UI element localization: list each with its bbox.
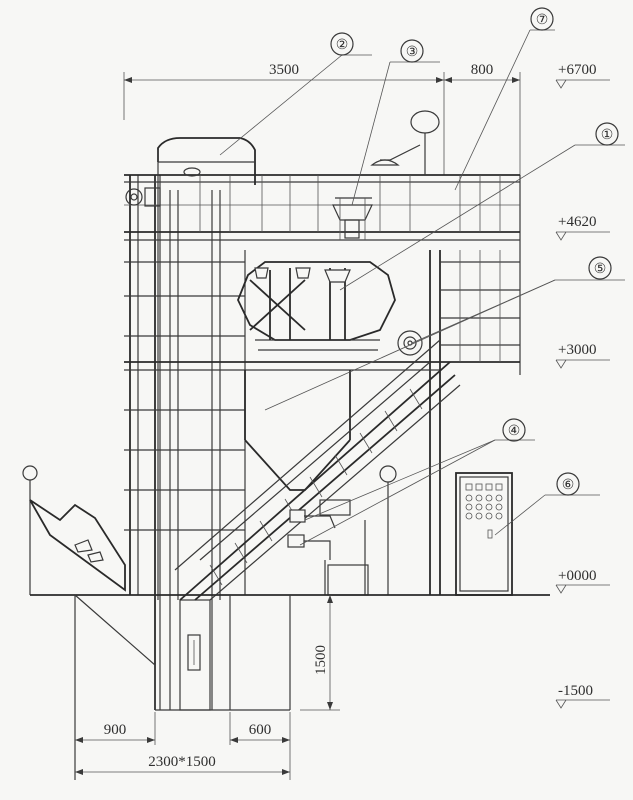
inclined-conveyor (174, 330, 461, 601)
callout-3-label: ③ (406, 45, 419, 60)
callout-6-label: ⑥ (562, 478, 575, 493)
discharge-valve (287, 499, 369, 596)
level-4620: +4620 (558, 214, 596, 230)
mixer (237, 261, 396, 351)
dim-top-right: 800 (471, 62, 494, 78)
cabinet-vent-grid (465, 483, 503, 520)
steel-frame (124, 174, 521, 710)
lamp-left (22, 465, 38, 520)
left-chute (29, 499, 126, 595)
callout-3: ③ (400, 39, 424, 63)
level-0000: +0000 (558, 568, 596, 584)
lamp-top (370, 110, 440, 175)
callout-2-label: ② (336, 38, 349, 53)
dim-bottom-mid: 600 (249, 722, 272, 738)
dim-pit-size: 2300*1500 (148, 754, 216, 770)
callout-7-label: ⑦ (536, 13, 549, 28)
lamp-right (364, 465, 397, 595)
level-minus-1500: -1500 (558, 683, 593, 699)
callout-7: ⑦ (530, 7, 554, 31)
bucket-elevator (125, 137, 256, 711)
dim-pit-depth: 1500 (313, 645, 329, 675)
control-cabinet (455, 472, 513, 596)
pit-dimension-lines (75, 595, 340, 780)
level-3000: +3000 (558, 342, 596, 358)
callout-1-label: ① (601, 128, 614, 143)
callout-5: ⑤ (588, 256, 612, 280)
level-markers (555, 79, 610, 709)
callout-leaders (219, 29, 625, 546)
callout-5-label: ⑤ (594, 262, 607, 277)
callout-4: ④ (502, 418, 526, 442)
dim-top-width: 3500 (269, 62, 299, 78)
top-dimension-lines (123, 72, 521, 175)
ground-and-pit (30, 594, 550, 780)
callout-2: ② (330, 32, 354, 56)
callout-1: ① (595, 122, 619, 146)
level-6700: +6700 (558, 62, 596, 78)
callout-6: ⑥ (556, 472, 580, 496)
hopper-silo (244, 370, 351, 491)
dim-bottom-left: 900 (104, 722, 127, 738)
callout-4-label: ④ (508, 424, 521, 439)
